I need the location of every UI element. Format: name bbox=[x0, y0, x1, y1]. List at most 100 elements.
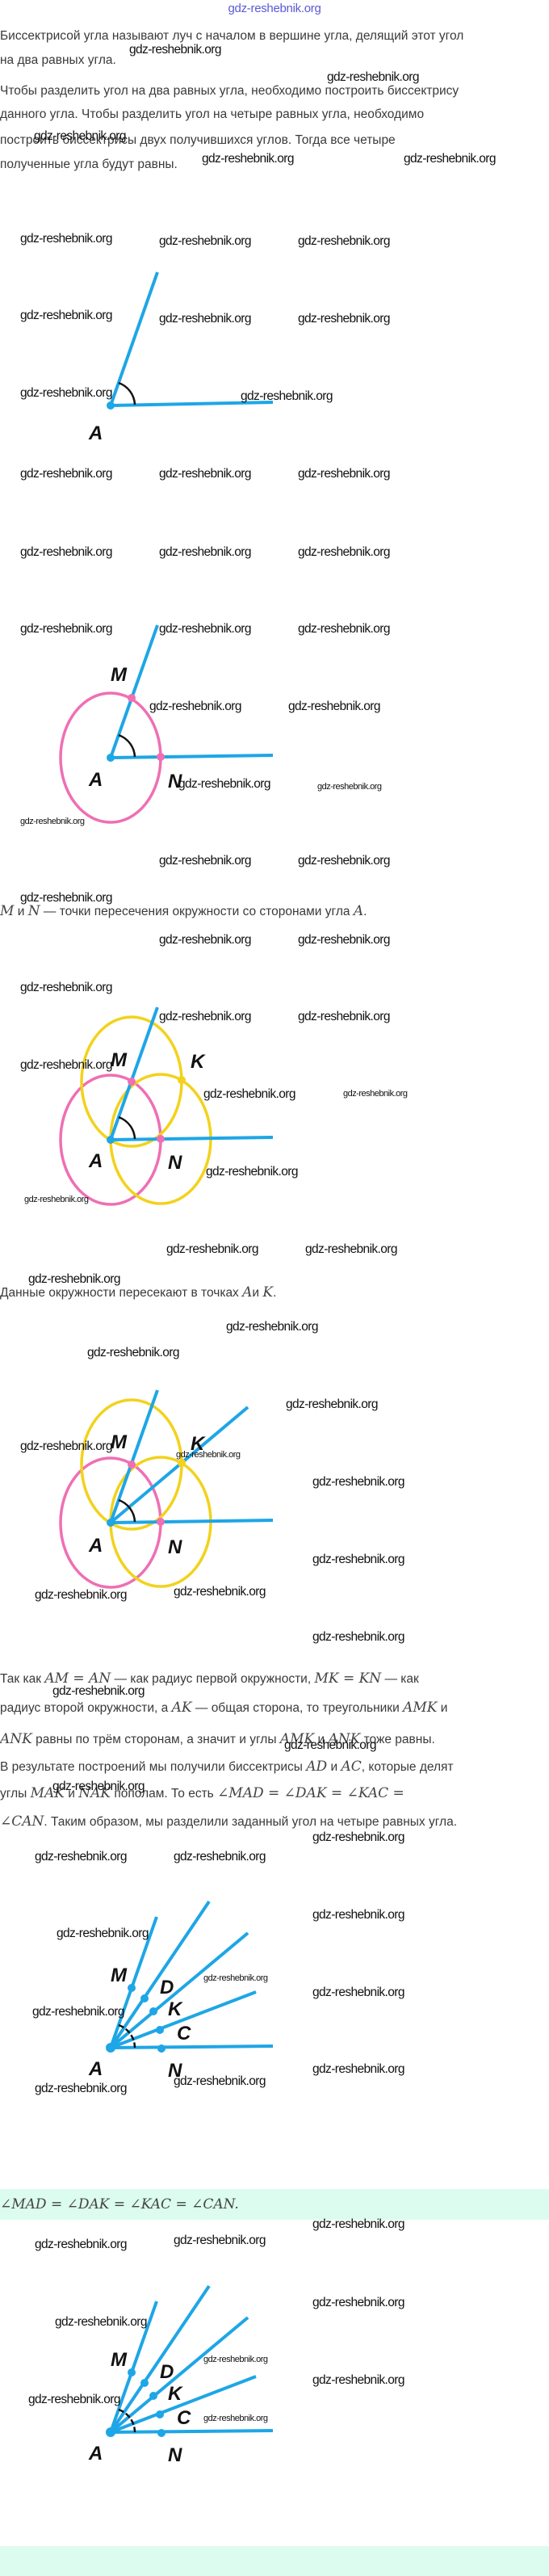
watermark-text: gdz-reshebnik.org bbox=[298, 854, 390, 868]
figure-bisector-ak: M K A N bbox=[59, 1389, 274, 1589]
watermark-text: gdz-reshebnik.org bbox=[57, 1927, 149, 1940]
math-expression: A bbox=[242, 1284, 253, 1301]
text-segment: Чтобы разделить угол на два равных угла,… bbox=[0, 84, 459, 98]
watermark-text: gdz-reshebnik.org bbox=[305, 1242, 397, 1256]
angle-arc bbox=[118, 2023, 136, 2049]
label-d: D bbox=[160, 1977, 174, 1998]
watermark-text: gdz-reshebnik.org bbox=[174, 2074, 266, 2088]
figure-angle: A bbox=[88, 271, 274, 444]
ray-am bbox=[109, 271, 159, 406]
text-segment: и bbox=[327, 1760, 342, 1774]
watermark-text: gdz-reshebnik.org bbox=[226, 1320, 318, 1334]
math-expression: AD bbox=[306, 1759, 328, 1775]
math-expression: A bbox=[353, 903, 364, 919]
watermark-text: gdz-reshebnik.org bbox=[284, 1738, 376, 1752]
watermark-text: gdz-reshebnik.org bbox=[35, 1850, 127, 1864]
math-expression: ANK bbox=[0, 1731, 32, 1747]
ray-am bbox=[109, 1916, 158, 2049]
watermark-text: gdz-reshebnik.org bbox=[203, 1087, 295, 1101]
text-segment: . bbox=[273, 1286, 277, 1300]
point-k bbox=[178, 1076, 186, 1084]
text-line: на два равных угла. bbox=[0, 53, 116, 69]
watermark-text: gdz-reshebnik.org bbox=[20, 891, 112, 905]
watermark-text: gdz-reshebnik.org bbox=[159, 1010, 251, 1023]
label-k: K bbox=[191, 1051, 206, 1073]
watermark-text: gdz-reshebnik.org bbox=[312, 1475, 404, 1489]
math-expression: AMK bbox=[279, 1731, 315, 1747]
text-segment: Данные окружности пересекают в точках bbox=[0, 1286, 243, 1300]
angle-arc bbox=[117, 1116, 136, 1141]
watermark-text: gdz-reshebnik.org bbox=[174, 2234, 266, 2247]
label-n: N bbox=[168, 771, 182, 792]
watermark-text: gdz-reshebnik.org bbox=[317, 782, 382, 792]
watermark-text: gdz-reshebnik.org bbox=[149, 700, 241, 713]
label-k: K bbox=[191, 1433, 206, 1455]
label-k: K bbox=[168, 2383, 183, 2405]
watermark-text: gdz-reshebnik.org bbox=[166, 1242, 258, 1256]
watermark-text: gdz-reshebnik.org bbox=[129, 43, 221, 57]
watermark-text: gdz-reshebnik.org bbox=[343, 1089, 408, 1099]
watermark-text: gdz-reshebnik.org bbox=[159, 933, 251, 947]
text-segment: — общая сторона, то треугольники bbox=[191, 1701, 404, 1715]
text-line: данного угла. Чтобы разделить угол на че… bbox=[0, 107, 424, 123]
watermark-text: gdz-reshebnik.org bbox=[20, 386, 112, 400]
text-segment: Биссектрисой угла называют луч с началом… bbox=[0, 29, 464, 43]
text-segment: и bbox=[437, 1701, 448, 1715]
angle-arc bbox=[117, 381, 136, 406]
math-expression: MAK bbox=[30, 1785, 65, 1801]
text-segment: В результате построений мы получили бисс… bbox=[0, 1760, 307, 1774]
vertex-a bbox=[106, 2427, 115, 2437]
watermark-text: gdz-reshebnik.org bbox=[241, 389, 333, 403]
figure-circle: M A N bbox=[59, 624, 274, 824]
vertex-a bbox=[107, 754, 115, 762]
text-segment: тоже равны. bbox=[360, 1733, 435, 1746]
watermark-text: gdz-reshebnik.org bbox=[298, 312, 390, 326]
result-highlight bbox=[0, 2189, 549, 2220]
label-n: N bbox=[168, 1536, 182, 1558]
watermark-text: gdz-reshebnik.org bbox=[298, 1010, 390, 1023]
watermark-text: gdz-reshebnik.org bbox=[203, 2414, 268, 2423]
watermark-text: gdz-reshebnik.org bbox=[312, 1986, 404, 1999]
watermark-text: gdz-reshebnik.org bbox=[35, 2238, 127, 2251]
ray-ad bbox=[109, 1900, 211, 2049]
math-expression: ∠MAD = ∠DAK = ∠KAC = ∠CAN. bbox=[0, 2196, 239, 2213]
watermark-text: gdz-reshebnik.org bbox=[20, 545, 112, 559]
text-line: углы MAK и NAK пополам. То есть ∠MAD = ∠… bbox=[0, 1785, 404, 1802]
text-segment: и bbox=[252, 1286, 263, 1300]
label-a: A bbox=[88, 422, 103, 444]
watermark-text: gdz-reshebnik.org bbox=[20, 467, 112, 481]
text-line: Данные окружности пересекают в точках Aи… bbox=[0, 1284, 276, 1301]
ray-ak bbox=[109, 2316, 249, 2434]
text-segment: равны по трём сторонам, а значит и углы bbox=[31, 1733, 280, 1746]
ray-ac bbox=[110, 2375, 257, 2434]
watermark-text: gdz-reshebnik.org bbox=[159, 467, 251, 481]
watermark-text: gdz-reshebnik.org bbox=[203, 2355, 268, 2364]
watermark-text: gdz-reshebnik.org bbox=[20, 232, 112, 246]
watermark-text: gdz-reshebnik.org bbox=[298, 234, 390, 248]
label-c: C bbox=[177, 2407, 191, 2429]
point-k bbox=[149, 2392, 157, 2400]
text-segment: и bbox=[314, 1733, 329, 1746]
figure-four-angles-repeat: M D K C A N bbox=[88, 2284, 274, 2466]
watermark-text: gdz-reshebnik.org bbox=[87, 1346, 179, 1359]
label-a: A bbox=[88, 769, 103, 791]
label-m: M bbox=[111, 1431, 128, 1453]
math-expression: ANK bbox=[328, 1731, 361, 1747]
site-header-link[interactable]: gdz-reshebnik.org bbox=[228, 2, 321, 15]
label-k: K bbox=[168, 1998, 183, 2020]
watermark-text: gdz-reshebnik.org bbox=[312, 1553, 404, 1566]
watermark-text: gdz-reshebnik.org bbox=[203, 1973, 268, 1983]
math-expression: AC bbox=[341, 1759, 362, 1775]
ray-ac bbox=[110, 1990, 257, 2049]
point-k bbox=[149, 2007, 157, 2015]
math-expression: M bbox=[0, 903, 15, 919]
point-m bbox=[128, 1460, 136, 1469]
vertex-a bbox=[107, 1136, 115, 1144]
watermark-text: gdz-reshebnik.org bbox=[35, 1588, 127, 1602]
watermark-text: gdz-reshebnik.org bbox=[174, 1585, 266, 1599]
ray-ak bbox=[109, 1931, 249, 2049]
watermark-text: gdz-reshebnik.org bbox=[174, 1850, 266, 1864]
watermark-text: gdz-reshebnik.org bbox=[178, 777, 270, 791]
label-a: A bbox=[88, 1535, 103, 1557]
label-m: M bbox=[111, 664, 128, 686]
